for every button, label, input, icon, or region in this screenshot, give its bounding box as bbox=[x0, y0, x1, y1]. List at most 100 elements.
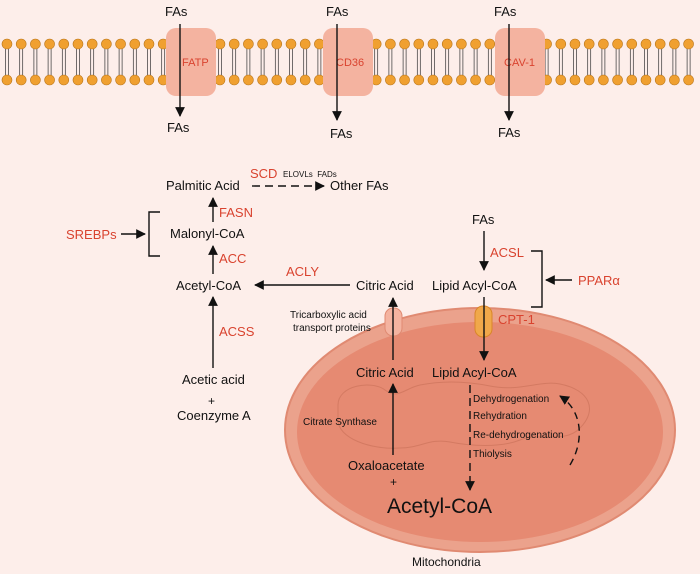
acc-label: ACC bbox=[219, 251, 246, 266]
lipid-head bbox=[271, 38, 283, 50]
lipid-head bbox=[385, 38, 396, 50]
fas-top-fatp: FAs bbox=[165, 4, 188, 19]
acetyl-coa-cytosol: Acetyl-CoA bbox=[176, 278, 241, 293]
mitochondria-label: Mitochondria bbox=[412, 555, 481, 569]
lipid-head bbox=[470, 38, 481, 50]
lipid-head bbox=[143, 38, 155, 50]
lipid-head bbox=[569, 74, 581, 86]
tricarboxylic-label-2: transport proteins bbox=[293, 323, 371, 334]
lipid-head bbox=[257, 38, 268, 50]
srebps-bracket bbox=[148, 211, 160, 257]
lipid-head bbox=[299, 74, 311, 86]
cpt1-label: CPT-1 bbox=[498, 312, 535, 327]
lipid-head bbox=[228, 38, 240, 50]
transporter-cd36 bbox=[323, 28, 373, 96]
citric-acid-mito: Citric Acid bbox=[356, 365, 414, 380]
lipid-head bbox=[598, 74, 609, 86]
citric-acid-cytosol: Citric Acid bbox=[356, 278, 414, 293]
lipid-head bbox=[271, 74, 283, 86]
lipid-acyl-coa-cytosol: Lipid Acyl-CoA bbox=[432, 278, 517, 293]
lipid-head bbox=[314, 74, 325, 86]
lipid-head bbox=[669, 38, 680, 50]
lipid-head bbox=[314, 38, 325, 50]
fas-cytosol: FAs bbox=[472, 212, 495, 227]
lipid-acyl-coa-mito: Lipid Acyl-CoA bbox=[432, 365, 517, 380]
lipid-head bbox=[669, 74, 680, 86]
lipid-head bbox=[44, 38, 55, 50]
lipid-head bbox=[129, 74, 141, 86]
lipid-head bbox=[143, 74, 155, 86]
lipid-head bbox=[427, 38, 439, 50]
lipid-head bbox=[86, 74, 98, 86]
lipid-head bbox=[257, 74, 268, 86]
cell-membrane bbox=[1, 28, 694, 96]
lipid-head bbox=[612, 38, 623, 50]
step-dehydrogenation: Dehydrogenation bbox=[473, 394, 549, 405]
lipid-head bbox=[441, 74, 453, 86]
lipid-head bbox=[86, 38, 98, 50]
cd36-label: CD36 bbox=[336, 57, 364, 69]
transporter-fatp bbox=[166, 28, 216, 96]
coenzyme-a: Coenzyme A bbox=[177, 408, 251, 423]
step-thiolysis: Thiolysis bbox=[473, 449, 512, 460]
malonyl-coa: Malonyl-CoA bbox=[170, 226, 245, 241]
lipid-head bbox=[441, 38, 453, 50]
acss-label: ACSS bbox=[219, 324, 255, 339]
fas-bottom-fatp: FAs bbox=[167, 120, 190, 135]
lipid-head bbox=[72, 38, 84, 50]
lipid-head bbox=[484, 74, 496, 86]
ppar-label: PPARα bbox=[578, 273, 620, 288]
scd-label: SCD bbox=[250, 166, 277, 181]
acly-label: ACLY bbox=[286, 264, 319, 279]
other-fas: Other FAs bbox=[330, 178, 389, 193]
lipid-head bbox=[640, 38, 652, 50]
step-re-dehydrogenation: Re-dehydrogenation bbox=[473, 430, 564, 441]
citrate-synthase-label: Citrate Synthase bbox=[303, 417, 377, 428]
lipid-head bbox=[115, 38, 126, 50]
lipid-head bbox=[44, 74, 55, 86]
oxaloacetate: Oxaloacetate bbox=[348, 458, 425, 473]
fas-top-cd36: FAs bbox=[326, 4, 349, 19]
lipid-head bbox=[413, 74, 425, 86]
lipid-head bbox=[299, 38, 311, 50]
lipid-head bbox=[456, 38, 467, 50]
lipid-head bbox=[115, 74, 126, 86]
lipid-head bbox=[683, 74, 694, 86]
lipid-head bbox=[654, 74, 666, 86]
lipid-head bbox=[285, 74, 297, 86]
lipid-head bbox=[654, 38, 666, 50]
fatp-label: FATP bbox=[182, 57, 209, 69]
srebps-label: SREBPs bbox=[66, 227, 117, 242]
lipid-head bbox=[427, 74, 439, 86]
lipid-head bbox=[555, 74, 567, 86]
lipid-head bbox=[101, 38, 112, 50]
lipid-head bbox=[413, 38, 425, 50]
transporter-cav1 bbox=[495, 28, 545, 96]
fas-bottom-cav1: FAs bbox=[498, 125, 521, 140]
lipid-head bbox=[399, 74, 410, 86]
lipid-head bbox=[626, 74, 638, 86]
lipid-head bbox=[214, 38, 226, 50]
lipid-head bbox=[15, 74, 27, 86]
lipid-head bbox=[1, 38, 13, 50]
lipid-head bbox=[101, 74, 112, 86]
fas-bottom-cd36: FAs bbox=[330, 126, 353, 141]
fas-top-cav1: FAs bbox=[494, 4, 517, 19]
elovls-fads-label: ELOVLs FADs bbox=[283, 170, 337, 179]
lipid-head bbox=[30, 38, 41, 50]
plus-oxaloacetate: + bbox=[390, 475, 397, 489]
ppar-bracket bbox=[531, 250, 543, 308]
lipid-head bbox=[15, 38, 27, 50]
lipid-head bbox=[583, 38, 595, 50]
lipid-head bbox=[456, 74, 467, 86]
lipid-head bbox=[30, 74, 41, 86]
lipid-head bbox=[399, 38, 410, 50]
palmitic-acid: Palmitic Acid bbox=[166, 178, 240, 193]
lipid-head bbox=[385, 74, 396, 86]
lipid-head bbox=[243, 38, 254, 50]
cav1-label: CAV-1 bbox=[504, 57, 535, 69]
lipid-head bbox=[129, 38, 141, 50]
lipid-head bbox=[214, 74, 226, 86]
lipid-head bbox=[243, 74, 254, 86]
